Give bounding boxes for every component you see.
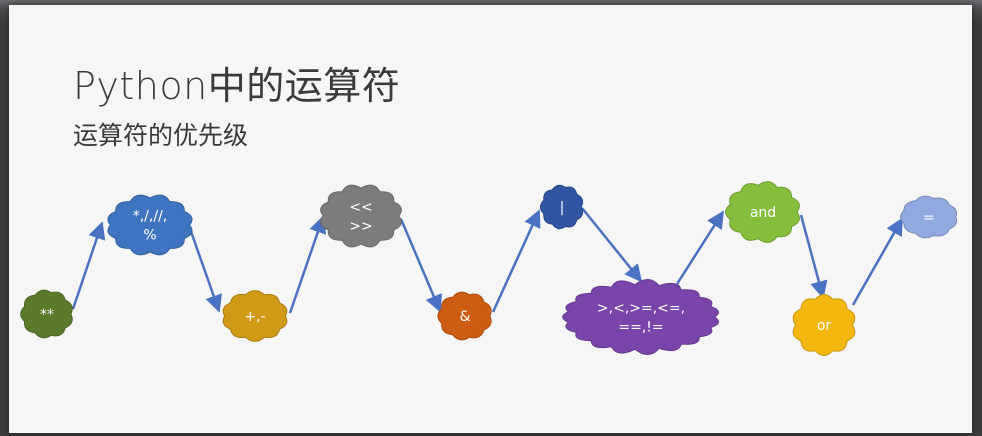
cloud-shape-or <box>792 294 856 356</box>
node-label-power-1: ** <box>40 307 54 323</box>
node-and: and <box>725 181 800 243</box>
precedence-arrow-9 <box>851 217 904 306</box>
node-label-compare-2: ==,!= <box>618 320 663 336</box>
cloud-shape-power <box>20 289 73 339</box>
cloud-shape-bit-and <box>437 291 492 341</box>
slide-title: Python中的运算符 <box>73 64 401 108</box>
cloud-shape-compare <box>562 278 719 356</box>
node-mul-div: *,/,//,% <box>107 194 193 256</box>
precedence-arrow-4 <box>399 218 442 313</box>
precedence-arrow-2 <box>186 222 223 313</box>
slide-subtitle: 运算符的优先级 <box>73 121 249 150</box>
nodes-group: ** *,/,//,% +,- << >> & | >,<,>=,<=, ==,!= and or = <box>20 181 958 356</box>
node-shift: << >> <box>320 184 402 248</box>
node-bit-and: & <box>437 291 492 341</box>
node-label-and-1: and <box>750 205 776 221</box>
slide: Python中的运算符 运算符的优先级 ** *,/,//,% +,- << >> & | >… <box>9 5 972 433</box>
cloud-shape-add-sub <box>222 290 288 342</box>
precedence-arrow-5 <box>491 209 541 313</box>
node-or: or <box>792 294 856 356</box>
node-label-mul-div-1: *,/,//, <box>133 209 168 225</box>
node-assign: = <box>900 195 958 239</box>
precedence-arrow-8 <box>799 214 828 299</box>
cloud-shape-shift <box>320 184 402 248</box>
precedence-diagram: ** *,/,//,% +,- << >> & | >,<,>=,<=, ==,!= and or = <box>20 181 958 356</box>
cloud-shape-bit-or <box>539 184 584 230</box>
cloud-shape-assign <box>900 195 958 239</box>
node-compare: >,<,>=,<=, ==,!= <box>562 278 719 356</box>
node-bit-or: | <box>539 184 584 230</box>
node-power: ** <box>20 289 73 339</box>
node-label-add-sub-1: +,- <box>244 309 265 325</box>
node-label-or-1: or <box>817 318 832 334</box>
node-add-sub: +,- <box>222 290 288 342</box>
precedence-arrow-1 <box>71 221 106 310</box>
node-label-mul-div-2: % <box>143 228 156 244</box>
precedence-arrow-3 <box>288 215 327 314</box>
node-label-shift-1: << <box>349 200 372 216</box>
node-label-bit-and-1: & <box>460 309 471 325</box>
precedence-arrow-7 <box>675 210 725 285</box>
cloud-shape-mul-div <box>107 194 193 256</box>
arrows-group <box>71 207 904 314</box>
node-label-shift-2: >> <box>349 219 372 235</box>
precedence-arrow-6 <box>581 207 643 283</box>
cloud-shape-and <box>725 181 800 243</box>
node-label-bit-or-1: | <box>560 200 565 216</box>
node-label-assign-1: = <box>923 210 935 226</box>
node-label-compare-1: >,<,>=,<=, <box>597 301 685 317</box>
